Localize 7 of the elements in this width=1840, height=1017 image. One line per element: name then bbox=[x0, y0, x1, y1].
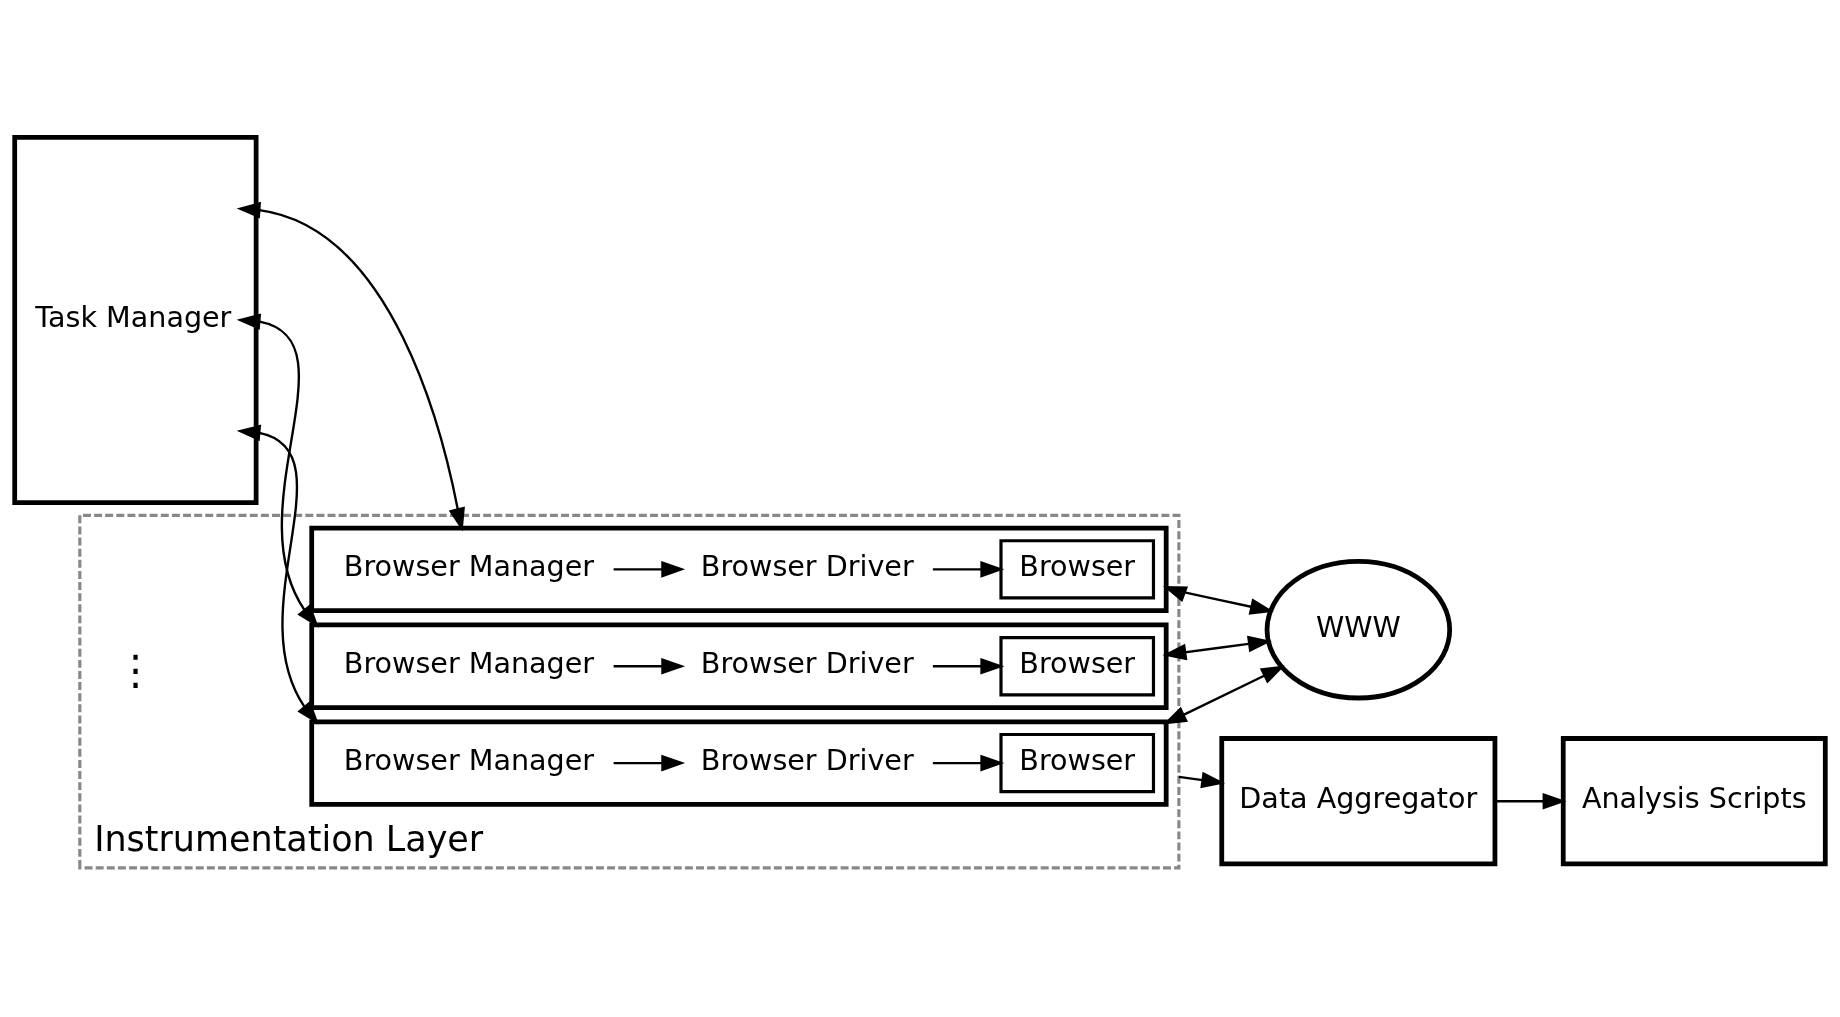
node-text: Browser Manager bbox=[343, 548, 595, 583]
node-text: Browser Manager bbox=[343, 742, 595, 777]
label: ⋮ bbox=[114, 645, 157, 694]
node-text: Browser Driver bbox=[700, 645, 914, 680]
node-text: Browser Driver bbox=[700, 742, 914, 777]
node-text: Browser Manager bbox=[343, 645, 595, 680]
node-text: Browser Driver bbox=[700, 548, 914, 583]
